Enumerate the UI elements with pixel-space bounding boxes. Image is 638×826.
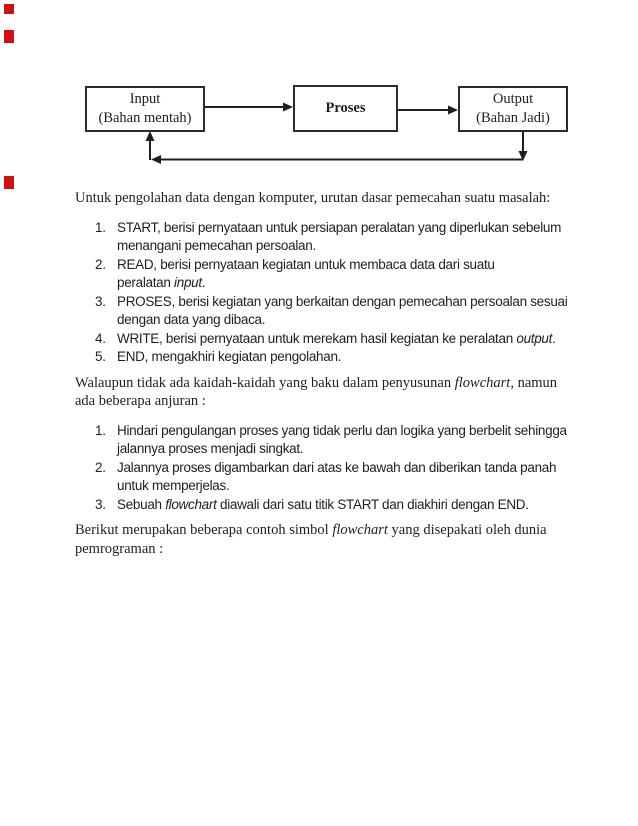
list-number: 2.	[95, 256, 106, 272]
input-box-sublabel: (Bahan mentah)	[98, 110, 192, 126]
paragraph-intro: Untuk pengolahan data dengan komputer, u…	[75, 190, 551, 206]
red-annotation-mark	[4, 30, 14, 43]
list-item-text: Sebuah flowchart diawali dari satu titik…	[117, 496, 529, 512]
ordered-list-steps: 1. START, berisi pernyataan untuk persiap…	[75, 219, 615, 367]
list-item: 1. Hindari pengulangan proses yang tidak …	[75, 422, 615, 459]
paragraph-rules: Walaupun tidak ada kaidah-kaidah yang ba…	[75, 374, 558, 410]
list-item: 2. Jalannya proses digambarkan dari atas …	[75, 459, 615, 496]
arrow-input-to-proses	[205, 102, 293, 112]
list-item: 5. END, mengakhiri kegiatan pengolahan.	[75, 348, 615, 367]
ordered-list-recommendations: 1. Hindari pengulangan proses yang tidak …	[75, 422, 615, 515]
proses-box-label: Proses	[325, 100, 366, 116]
list-number: 5.	[95, 349, 106, 364]
list-item-text: START, berisi pernyataan untuk persiapan…	[117, 219, 562, 254]
arrow-proses-to-output	[398, 105, 458, 115]
output-box: Output (Bahan Jadi)	[458, 86, 568, 132]
flow-arrows	[145, 102, 528, 164]
proses-box: Proses	[293, 85, 398, 132]
list-item-text: Jalannya proses digambarkan dari atas ke…	[117, 459, 557, 494]
list-number: 1.	[95, 422, 106, 438]
feedback-return-line	[151, 155, 523, 164]
list-number: 4.	[95, 330, 106, 346]
list-number: 2.	[95, 459, 106, 475]
list-item: 3. Sebuah flowchart diawali dari satu tit…	[75, 496, 615, 515]
arrow-up-into-input	[145, 131, 155, 160]
list-item-text: WRITE, berisi pernyataan untuk merekam h…	[117, 330, 556, 346]
list-item-text: END, mengakhiri kegiatan pengolahan.	[117, 349, 342, 364]
list-item: 3. PROSES, berisi kegiatan yang berkaitan…	[75, 293, 615, 330]
paragraph-symbols: Berikut merupakan beberapa contoh simbol…	[75, 522, 547, 557]
list-item-text: READ, berisi pernyataan kegiatan untuk m…	[117, 256, 495, 291]
red-annotation-mark	[4, 176, 14, 189]
input-box: Input (Bahan mentah)	[85, 86, 205, 132]
arrow-output-down	[518, 132, 528, 161]
output-box-label: Output	[492, 91, 534, 107]
list-item: 1. START, berisi pernyataan untuk persiap…	[75, 219, 615, 256]
flowchart-diagram: Input (Bahan mentah) Proses Output (Baha…	[0, 0, 638, 180]
red-annotation-mark	[4, 4, 14, 14]
list-item: 2. READ, berisi pernyataan kegiatan untuk…	[75, 256, 615, 293]
document-body: Untuk pengolahan data dengan komputer, u…	[75, 189, 615, 569]
output-box-sublabel: (Bahan Jadi)	[476, 110, 550, 126]
list-number: 3.	[95, 293, 106, 309]
list-item-text: PROSES, berisi kegiatan yang berkaitan d…	[117, 293, 568, 328]
list-item: 4. WRITE, berisi pernyataan untuk merekam…	[75, 330, 615, 349]
list-item-text: Hindari pengulangan proses yang tidak pe…	[117, 422, 567, 457]
list-number: 3.	[95, 496, 106, 512]
input-box-label: Input	[129, 91, 161, 107]
list-number: 1.	[95, 219, 106, 235]
